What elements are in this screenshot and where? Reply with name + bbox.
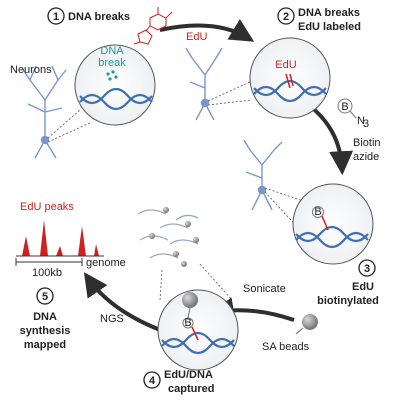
- step-number-badge: [358, 259, 376, 277]
- sa-beads-label: SA beads: [262, 341, 310, 353]
- step-number: 5: [42, 291, 48, 303]
- step-title-line1: EdU/DNA: [164, 369, 213, 381]
- break-dots-icon: [106, 70, 118, 81]
- zoom-circle-4: [157, 289, 239, 371]
- step-number: 2: [283, 11, 289, 23]
- biotin-symbol: B: [341, 101, 348, 113]
- arrow-4-to-5: [83, 272, 161, 332]
- scale-label: 100kb: [32, 267, 62, 279]
- edu-molecule-icon: [133, 7, 173, 45]
- dna-fragments-icon: [137, 209, 199, 259]
- zoom-circle-3: [292, 183, 374, 265]
- biotin-icon: [312, 206, 324, 218]
- biotin-symbol: B: [314, 206, 321, 218]
- sa-bead-icon: [182, 292, 198, 308]
- step-title-line1: DNA breaks: [298, 7, 360, 19]
- step-title-line2: synthesis: [20, 325, 71, 337]
- step-title: DNA breaks: [68, 11, 130, 23]
- dna-break-label-2: break: [98, 57, 126, 69]
- edu-mark-icon: [285, 73, 294, 89]
- dna-helix-icon: [295, 225, 369, 249]
- step-number-badge: [277, 7, 295, 25]
- step-title-line2: EdU labeled: [298, 21, 361, 33]
- neuron-icon: [243, 139, 283, 211]
- biotin-symbol: B: [184, 317, 191, 329]
- cycle-arrows: [83, 19, 354, 332]
- azide-symbol: N: [357, 115, 365, 127]
- step-title-line2: captured: [168, 383, 214, 395]
- biotin-azide: B N 3 Biotin azide: [337, 98, 381, 163]
- step-number-badge: [36, 287, 54, 305]
- step-title-line1: EdU: [352, 281, 374, 293]
- step-number: 1: [53, 11, 59, 23]
- step-2: 2 DNA breaks EdU labeled EdU: [185, 7, 361, 121]
- biotin-label-1: Biotin: [353, 137, 381, 149]
- edu-incorporated-label: EdU: [275, 59, 296, 71]
- step-1: 1 DNA breaks EdU Neurons DNA break: [10, 7, 207, 159]
- neurons-label: Neurons: [10, 64, 52, 76]
- edu-peaks-title: EdU peaks: [20, 201, 74, 213]
- step-number-badge: [47, 7, 65, 25]
- zoom-circle-2: [249, 37, 331, 119]
- step-3: B 3 EdU biotinylated: [243, 139, 379, 307]
- biotin-icon: [182, 317, 194, 329]
- peak-track: [16, 220, 104, 256]
- dna-helix-icon: [253, 79, 327, 103]
- dna-helix-icon: [161, 331, 235, 355]
- step-number: 3: [364, 263, 370, 275]
- step-title-line1: DNA: [33, 311, 57, 323]
- sa-bead-icon: [295, 314, 318, 335]
- step-number: 4: [149, 375, 156, 387]
- dna-helix-icon: [79, 87, 153, 111]
- arrow-1-to-2: [159, 19, 255, 42]
- genome-label: genome: [86, 257, 126, 269]
- edu-label: EdU: [186, 31, 207, 43]
- fragment-beads-icon: [149, 207, 199, 267]
- step-title-line2: biotinylated: [317, 295, 379, 307]
- step-4: B 4 EdU/DNA captured: [143, 289, 239, 395]
- biotin-label-2: azide: [353, 151, 379, 163]
- step-5: EdU peaks 100kb genome 5 DNA synthesis m…: [15, 201, 126, 351]
- arrow-2-to-3: [308, 104, 354, 176]
- step-title-line3: mapped: [24, 339, 66, 351]
- neuron-icon: [185, 47, 223, 121]
- ngs-label: NGS: [100, 313, 124, 325]
- dna-break-label-1: DNA: [100, 45, 124, 57]
- step-number-badge: [143, 371, 161, 389]
- sonicate-label: Sonicate: [243, 283, 286, 295]
- biotin-icon: [337, 98, 353, 114]
- neuron-icon: [21, 65, 67, 159]
- azide-subscript: 3: [363, 118, 369, 130]
- zoom-circle-1: [74, 44, 156, 126]
